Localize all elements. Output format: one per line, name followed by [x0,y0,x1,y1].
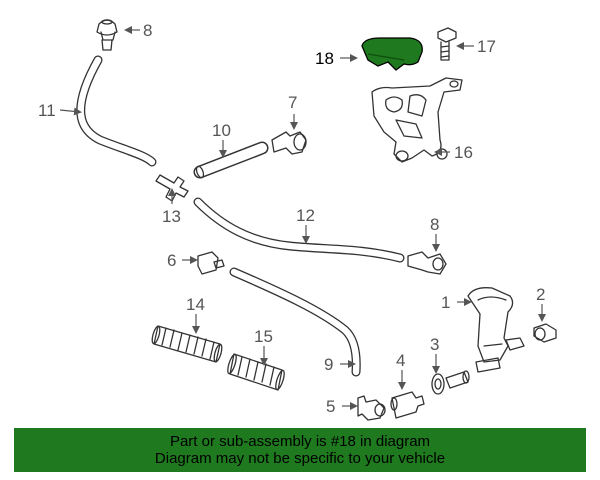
banner-line-2: Diagram may not be specific to your vehi… [154,450,446,467]
part-5-connector [357,395,386,421]
callout-4: 4 [396,351,405,370]
callout-9: 9 [324,355,333,374]
part-16-bracket [371,77,463,163]
callout-labels: 8 11 7 10 13 18 17 16 12 8 6 1 2 14 15 9… [38,21,545,416]
callout-17: 17 [477,37,496,56]
callout-10: 10 [212,121,231,140]
callout-14: 14 [186,295,205,314]
part-17-bolt [437,27,457,61]
part-4-connector [390,391,425,419]
callout-13: 13 [162,207,181,226]
callout-15: 15 [254,327,273,346]
part-3-seal [431,370,470,395]
part-18-cap-highlighted [361,37,423,71]
part-6-connector [197,251,225,275]
part-15-sleeve [227,353,285,391]
part-9-hose [229,267,361,377]
callout-12: 12 [296,206,315,225]
callout-6: 6 [167,251,176,270]
banner-line-1: Part or sub-assembly is #18 in diagram [169,433,431,450]
info-banner: Part or sub-assembly is #18 in diagram D… [14,428,586,472]
callout-1: 1 [441,293,450,312]
callout-5: 5 [326,397,335,416]
part-10-hose [193,141,269,179]
part-2-grommet [533,323,557,343]
part-12-hose [193,197,405,263]
part-1-pump [467,287,525,373]
part-11-hose [76,55,157,167]
callout-8-top: 8 [143,21,152,40]
callout-8-right: 8 [430,215,439,234]
part-14-sleeve [151,325,223,363]
part-7-connector [271,131,307,155]
part-8-nozzle-right [407,251,447,275]
callout-11: 11 [38,101,56,120]
callout-16: 16 [454,143,473,162]
part-8-nozzle-top [96,19,118,51]
callout-18: 18 [315,49,334,68]
callout-3: 3 [430,335,439,354]
callout-7: 7 [288,93,297,112]
callout-2: 2 [536,285,545,304]
leader-lines [59,26,546,410]
